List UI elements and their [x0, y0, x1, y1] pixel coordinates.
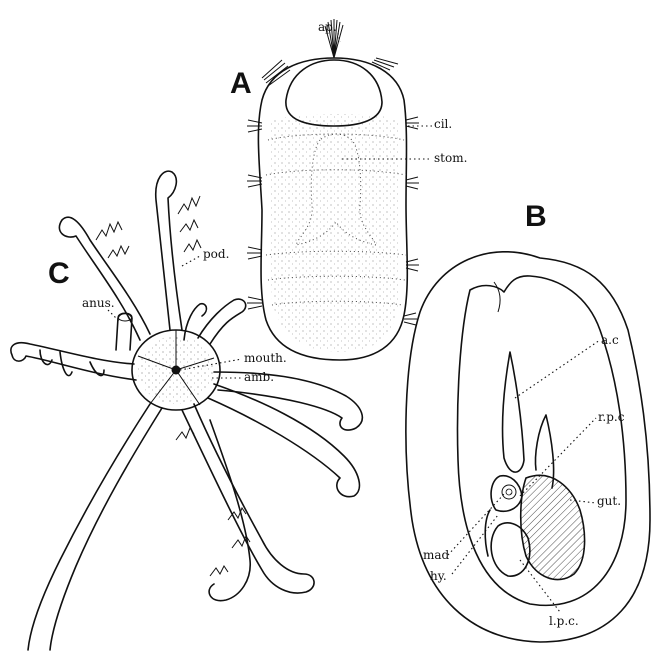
panel-a-larva: A [230, 19, 467, 360]
panel-letter-c: C [48, 257, 70, 290]
panel-b-embryo: B a.c r.p.c gut. l.p.c. mad hy. [406, 200, 650, 642]
label-rpc: r.p.c [598, 410, 625, 424]
label-pod: pod. [203, 247, 229, 261]
label-mouth: mouth. [244, 351, 287, 365]
label-gut: gut. [597, 494, 621, 508]
panel-letter-a: A [230, 67, 252, 100]
outer-envelope [406, 252, 650, 642]
label-ap: ap. [318, 20, 337, 34]
label-mad: mad [423, 548, 450, 562]
label-lpc: l.p.c. [549, 614, 579, 628]
label-anus: anus. [82, 296, 115, 310]
label-cil: cil. [434, 117, 452, 131]
panel-letter-b: B [525, 200, 547, 233]
anterior-coelom [503, 352, 524, 472]
label-amb: amb. [244, 370, 274, 384]
label-ac: a.c [601, 333, 619, 347]
larva-stipple [269, 114, 401, 352]
gut [521, 475, 585, 579]
label-hy: hy. [430, 569, 447, 583]
label-stom: stom. [434, 151, 467, 165]
